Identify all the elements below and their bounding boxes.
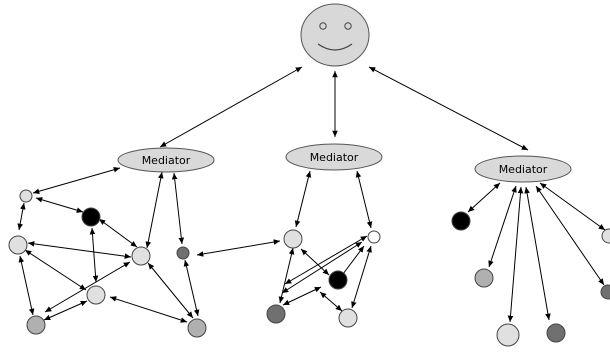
mediator-label: Mediator bbox=[499, 163, 548, 176]
node bbox=[328, 270, 348, 290]
mediator-center: Mediator bbox=[285, 143, 383, 171]
mediator-label: Mediator bbox=[142, 154, 191, 167]
node bbox=[81, 207, 101, 227]
node bbox=[474, 268, 494, 288]
node bbox=[338, 308, 358, 328]
node bbox=[266, 304, 286, 324]
node bbox=[600, 284, 610, 300]
connection-lines bbox=[17, 66, 606, 323]
smiley-face-icon bbox=[300, 3, 370, 67]
mediator-right: Mediator bbox=[474, 155, 572, 183]
node bbox=[86, 285, 106, 305]
mediator-left: Mediator bbox=[117, 147, 215, 173]
node bbox=[131, 246, 151, 266]
node bbox=[187, 318, 207, 338]
node bbox=[496, 323, 520, 347]
node bbox=[176, 246, 190, 260]
node bbox=[451, 211, 471, 231]
node bbox=[26, 315, 46, 335]
node bbox=[546, 323, 566, 343]
mediator-label: Mediator bbox=[310, 151, 359, 164]
node bbox=[8, 235, 28, 255]
node bbox=[367, 230, 381, 244]
node bbox=[19, 189, 33, 203]
node bbox=[283, 229, 303, 249]
node bbox=[601, 228, 610, 244]
